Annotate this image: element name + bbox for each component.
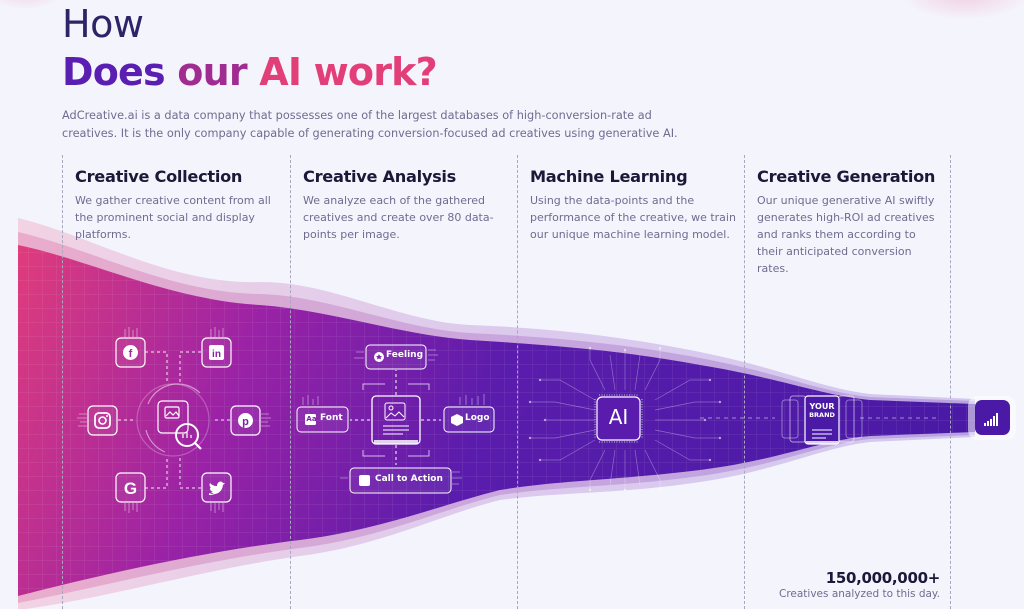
step-description: Using the data-points and the performanc… — [530, 194, 736, 241]
column-divider — [62, 155, 63, 609]
instagram-source — [87, 405, 118, 436]
column-divider — [744, 155, 745, 609]
page-title-line1: How — [62, 2, 144, 46]
stat-value: 150,000,000+ — [825, 569, 941, 587]
stat-block: 150,000,000+ Creatives analyzed to this … — [779, 569, 940, 600]
title-our: our — [177, 50, 260, 94]
column-divider — [950, 155, 951, 609]
step-title: Creative Generation — [757, 167, 936, 186]
step-title: Creative Analysis — [303, 167, 457, 186]
signal-bars-icon — [968, 396, 1016, 440]
generation-diagram — [700, 395, 940, 445]
google-source: G — [115, 472, 146, 503]
column-divider — [290, 155, 291, 609]
font-node — [296, 406, 349, 433]
step-description: We gather creative content from all the … — [75, 194, 271, 241]
step-machine-learning: Machine Learning Using the data-points a… — [530, 167, 740, 243]
decorative-glow — [0, 0, 70, 10]
logo-label: Logo — [465, 413, 490, 423]
facebook-source: f — [115, 337, 146, 368]
feeling-node — [365, 344, 427, 370]
step-description: We analyze each of the gathered creative… — [303, 194, 494, 241]
ml-diagram — [528, 346, 722, 492]
logo-node — [443, 406, 495, 433]
step-description: Our unique generative AI swiftly generat… — [757, 194, 935, 275]
step-creative-collection: Creative Collection We gather creative c… — [75, 167, 285, 243]
brand-label-line1: YOUR — [809, 402, 835, 411]
linkedin-source: in — [201, 337, 232, 368]
stat-label: Creatives analyzed to this day. — [779, 588, 940, 600]
analysis-diagram — [296, 344, 495, 494]
svg-text:f: f — [129, 348, 133, 360]
title-does: Does — [62, 50, 178, 94]
twitter-source — [201, 472, 232, 503]
step-creative-analysis: Creative Analysis We analyze each of the… — [303, 167, 513, 243]
step-title: Creative Collection — [75, 167, 243, 186]
cta-label: Call to Action — [375, 474, 443, 484]
column-divider — [517, 155, 518, 609]
svg-text:in: in — [212, 349, 221, 360]
step-title: Machine Learning — [530, 167, 688, 186]
intro-paragraph: AdCreative.ai is a data company that pos… — [62, 109, 678, 140]
svg-text:p: p — [242, 416, 249, 428]
font-label: Font — [320, 413, 343, 423]
cta-node — [349, 467, 452, 494]
pinterest-source: p — [230, 405, 261, 436]
collection-diagram — [118, 351, 230, 489]
font-badge: Aa — [306, 415, 317, 423]
svg-text:G: G — [124, 479, 137, 498]
ai-chip-label: AI — [608, 405, 629, 429]
title-ai-work: AI work? — [259, 50, 437, 94]
decorative-glow — [900, 0, 1024, 20]
page-title-line2: Does our AI work? — [62, 50, 438, 94]
feeling-label: Feeling — [386, 350, 424, 360]
brand-label-line2: BRAND — [809, 411, 835, 419]
step-creative-generation: Creative Generation Our unique generativ… — [757, 167, 937, 277]
